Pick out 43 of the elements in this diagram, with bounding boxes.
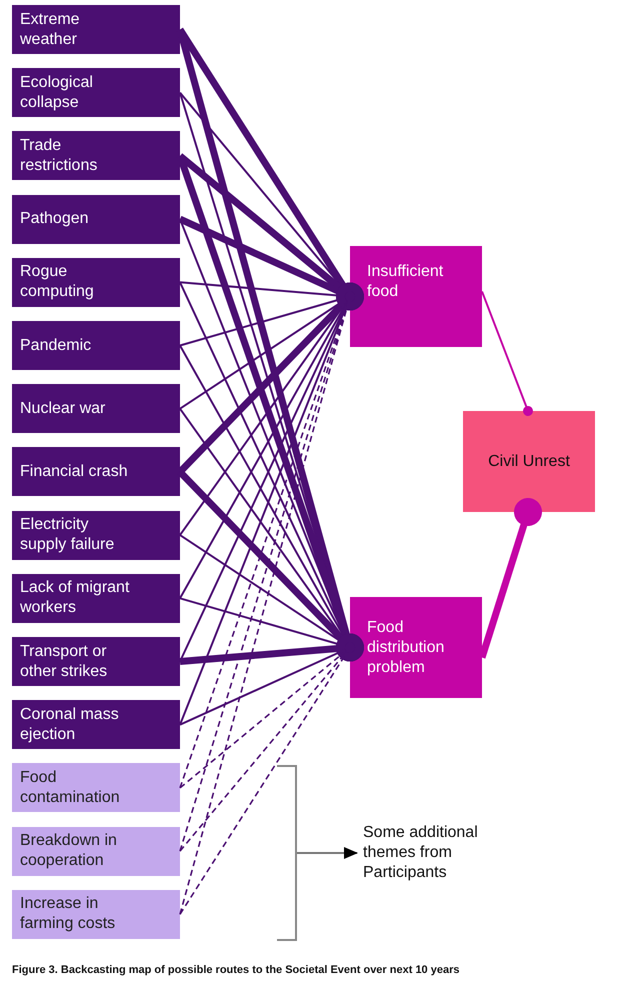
node-label: Transport or other strikes: [20, 642, 108, 682]
figure-caption: Figure 3. Backcasting map of possible routes to the Societal Event over next 10 years: [12, 964, 460, 976]
node-label: Food distribution problem: [367, 618, 446, 678]
note-text: Some additional themes from Participants: [363, 823, 479, 883]
outcome-box: [350, 246, 482, 347]
node-label: Breakdown in cooperation: [20, 831, 118, 872]
node-label: Food contamination: [20, 768, 121, 808]
connector-line: [481, 291, 533, 416]
node-label: Pandemic: [20, 336, 92, 356]
connector-line: [177, 282, 364, 474]
cause-box: [12, 321, 180, 370]
node-label: Extreme weather: [20, 10, 81, 50]
node-label: Increase in farming costs: [20, 894, 116, 934]
node-label: Trade restrictions: [20, 136, 98, 176]
node-label: Civil Unrest: [487, 452, 571, 472]
node-label: Financial crash: [20, 462, 129, 482]
node-label: Rogue computing: [20, 262, 95, 302]
connector-line: [177, 469, 364, 662]
theme-box: [12, 890, 180, 939]
node-label: Pathogen: [20, 209, 90, 230]
node-label: Nuclear war: [20, 398, 106, 419]
event-box: [463, 411, 595, 512]
cause-box: [12, 131, 180, 180]
cause-box: [12, 574, 180, 623]
cause-box: [12, 5, 180, 54]
node-label: Electricity supply failure: [20, 515, 116, 556]
cause-box: [12, 194, 180, 244]
connector-line: [180, 634, 364, 665]
node-label: Ecological collapse: [20, 72, 94, 113]
node-label: Lack of migrant workers: [20, 578, 130, 618]
node-label: Insufficient food: [367, 262, 444, 302]
outcome-box: [350, 597, 482, 698]
cause-box: [12, 68, 180, 118]
connector-line: [297, 847, 358, 859]
cause-box: [12, 510, 180, 560]
cause-box: [12, 447, 180, 496]
theme-box: [12, 763, 180, 812]
cause-box: [12, 637, 180, 686]
cause-box: [12, 700, 180, 750]
cause-box: [12, 384, 180, 434]
cause-box: [12, 258, 180, 307]
theme-box: [12, 826, 180, 876]
node-label: Coronal mass ejection: [20, 704, 120, 745]
